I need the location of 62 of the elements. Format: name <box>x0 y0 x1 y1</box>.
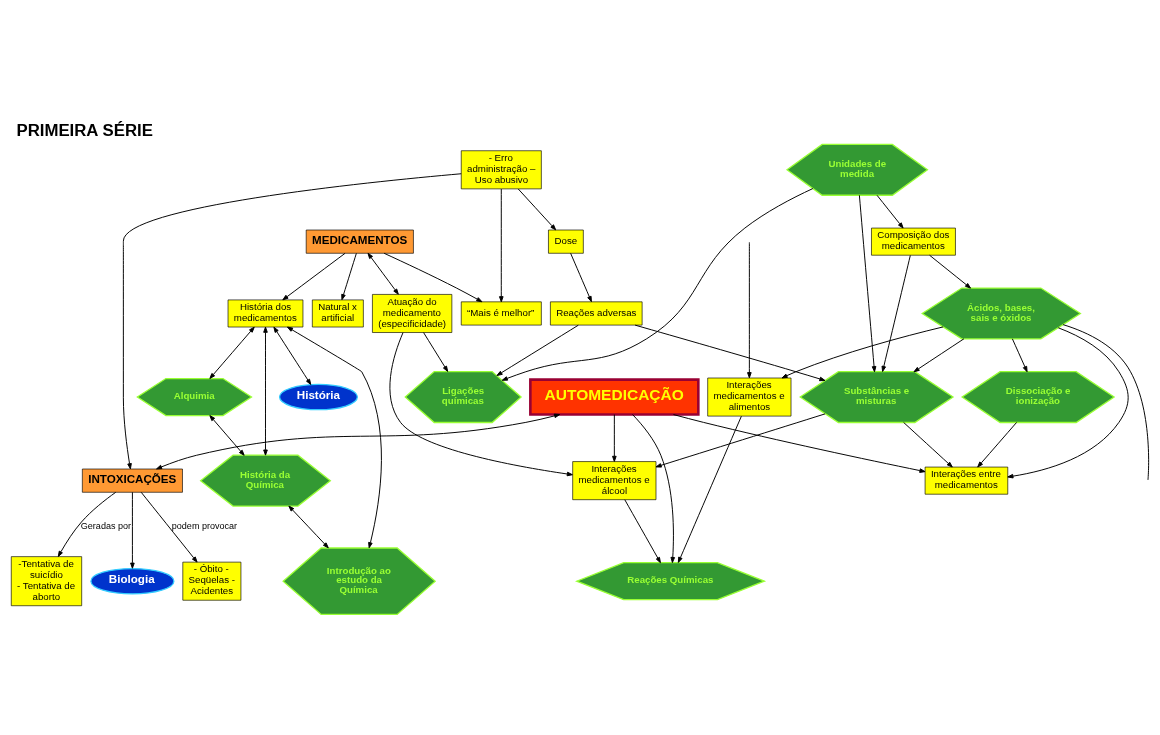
arrow <box>282 252 346 301</box>
edge-label: Geradas por <box>80 521 132 532</box>
arrow <box>496 324 579 376</box>
node-box: INTOXICAÇÕES <box>82 468 183 493</box>
arrow <box>389 332 573 477</box>
arrow <box>747 241 752 379</box>
arrow <box>122 173 462 470</box>
arrow <box>781 326 944 379</box>
arrow <box>263 326 268 456</box>
arrow <box>876 194 904 229</box>
arrow <box>677 415 742 563</box>
node-ellipse: História <box>278 383 358 411</box>
arrow <box>156 413 561 470</box>
arrow <box>634 324 826 382</box>
node-box: - Erro administração – Uso abusivo <box>460 150 542 190</box>
node-box: Reações adversas <box>550 301 643 326</box>
arrow <box>130 491 135 569</box>
arrow <box>1011 338 1028 373</box>
node-box: - Óbito - Seqüelas - Acidentes <box>182 561 242 601</box>
node-box: História dos medicamentos <box>227 299 304 328</box>
node-box: Atuação do medicamento (especificidade) <box>372 294 453 333</box>
node-box: MEDICAMENTOS <box>305 229 414 254</box>
arrow <box>913 338 965 373</box>
arrow <box>273 326 312 385</box>
node-box: “Mais é melhor” <box>460 301 542 326</box>
node-box: AUTOMEDICAÇÃO <box>529 378 700 416</box>
arrow <box>612 414 617 462</box>
arrow <box>423 332 449 372</box>
arrow <box>977 421 1018 468</box>
edge-label: podem provocar <box>171 521 238 532</box>
arrow <box>672 414 926 473</box>
arrow <box>570 252 592 303</box>
arrow <box>140 491 198 563</box>
arrow <box>288 505 329 549</box>
node-ellipse: Biologia <box>90 567 175 595</box>
node-box: -Tentativa de suicídio - Tentativa de aborto <box>10 556 82 607</box>
arrow <box>209 326 255 379</box>
arrow <box>517 188 557 231</box>
arrow <box>341 252 357 301</box>
arrow <box>367 252 399 295</box>
arrow <box>286 326 382 549</box>
arrow <box>881 254 911 372</box>
arrow <box>1007 327 1129 479</box>
arrow <box>499 188 504 303</box>
arrow <box>209 415 245 456</box>
arrow <box>383 252 483 303</box>
node-box: Interações medicamentos e álcool <box>572 461 657 501</box>
arrow <box>858 194 877 373</box>
connector <box>1062 324 1150 481</box>
node-box: Interações medicamentos e alimentos <box>707 377 792 417</box>
arrow <box>501 188 814 381</box>
node-box: Natural x artificial <box>312 299 364 328</box>
arrow <box>632 414 676 564</box>
node-box: Interações entre medicamentos <box>924 466 1009 495</box>
arrow <box>624 499 661 564</box>
diagram-title: PRIMEIRA SÉRIE <box>16 120 153 140</box>
arrow <box>929 254 972 289</box>
arrow <box>57 491 117 557</box>
node-box: Composição dos medicamentos <box>871 227 956 256</box>
node-box: Dose <box>548 229 584 254</box>
arrow <box>903 421 953 468</box>
arrow <box>655 413 826 468</box>
